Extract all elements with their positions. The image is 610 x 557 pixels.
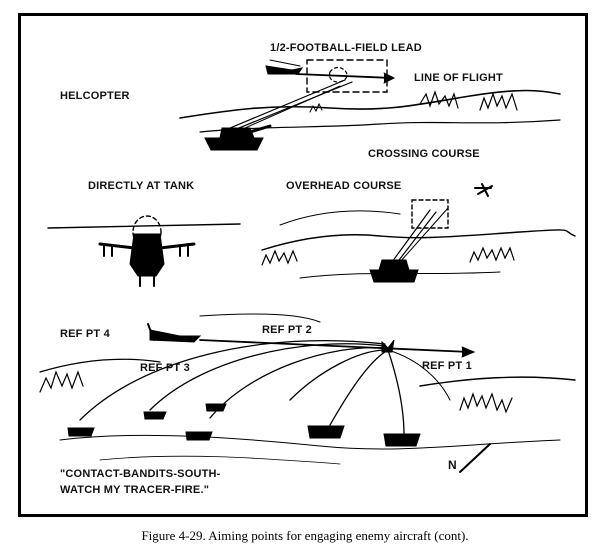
enemy-aircraft-icon — [149, 329, 202, 343]
compass-arrow-icon — [459, 443, 491, 473]
label-ref-pt-3: REF PT 3 — [140, 362, 190, 374]
overhead-course-scene — [261, 183, 576, 283]
label-directly-at-tank: DIRECTLY AT TANK — [88, 180, 195, 192]
compass-north-label: N — [448, 458, 457, 472]
tank-3-icon — [185, 431, 213, 441]
tank-5-icon — [307, 425, 345, 439]
tank-4-icon — [205, 403, 227, 412]
label-ref-pt-1: REF PT 1 — [422, 360, 472, 372]
tank-icon — [204, 124, 272, 151]
label-ref-pt-4: REF PT 4 — [60, 328, 110, 340]
quote-line-2: WATCH MY TRACER-FIRE." — [60, 484, 210, 496]
crossing-course-scene — [179, 59, 561, 151]
tank-2-icon — [143, 411, 167, 420]
figure-frame — [18, 13, 588, 517]
figure-caption: Figure 4-29. Aiming points for engaging … — [141, 528, 469, 543]
overhead-lead-box — [411, 199, 449, 229]
tank-6-icon — [383, 433, 421, 447]
label-ref-pt-2: REF PT 2 — [262, 324, 312, 336]
helicopter-front-icon — [129, 233, 165, 277]
quote-line-1: "CONTACT-BANDITS-SOUTH- — [60, 468, 221, 480]
label-helicopter: HELCOPTER — [60, 90, 130, 102]
label-overhead-course: OVERHEAD COURSE — [286, 180, 402, 192]
label-football-field-lead: 1/2-FOOTBALL-FIELD LEAD — [270, 42, 422, 54]
label-line-of-flight: LINE OF FLIGHT — [414, 72, 503, 84]
overhead-tank-icon — [369, 259, 419, 283]
helicopter-side-icon — [265, 65, 304, 75]
helicopter-front-scene — [47, 215, 241, 287]
label-crossing-course: CROSSING COURSE — [368, 148, 480, 160]
reference-points-scene — [39, 313, 576, 473]
overhead-aircraft-icon — [474, 183, 493, 197]
tank-1-icon — [67, 427, 95, 437]
